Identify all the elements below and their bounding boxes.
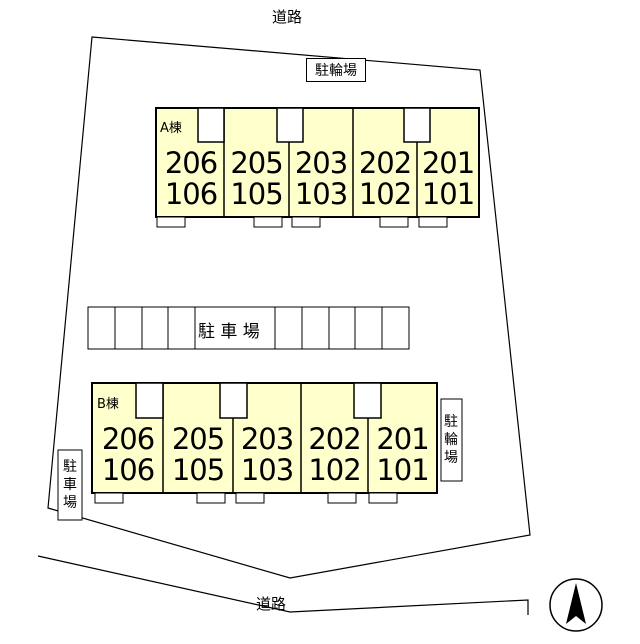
unit-b-206-106: 206 106: [93, 424, 163, 486]
meter-box: [291, 216, 321, 228]
unit-a-203-103: 203 103: [289, 148, 353, 210]
meter-box: [156, 216, 186, 228]
unit-b-201-101: 201 101: [368, 424, 437, 486]
meter-box: [368, 492, 398, 504]
building-a: [155, 107, 480, 228]
unit-upper-number: 205: [171, 422, 225, 456]
bicycle-parking-side-box: [440, 398, 463, 482]
unit-lower-number: 103: [240, 453, 294, 487]
road-label-south: 道路: [256, 595, 287, 613]
building-b: [91, 382, 438, 504]
unit-upper-number: 203: [240, 422, 294, 456]
unit-a-202-102: 202 102: [353, 148, 417, 210]
unit-upper-number: 203: [294, 146, 348, 180]
unit-lower-number: 105: [230, 177, 283, 211]
road-edge-south-lower: [37, 555, 529, 615]
north-arrow-icon: [549, 578, 603, 632]
meter-box: [379, 216, 409, 228]
unit-upper-number: 205: [230, 146, 283, 180]
meter-box: [235, 492, 265, 504]
unit-a-201-101: 201 101: [417, 148, 479, 210]
parking-left-box: [57, 449, 83, 521]
unit-lower-number: 105: [171, 453, 225, 487]
stair-notch: [276, 107, 304, 143]
stair-notch: [403, 107, 431, 143]
unit-upper-number: 201: [421, 146, 475, 180]
bicycle-parking-side: 駐輪場: [444, 414, 458, 466]
unit-b-205-105: 205 105: [163, 424, 233, 486]
stair-notch: [219, 382, 248, 419]
parking-row-center: [87, 306, 410, 350]
unit-lower-number: 101: [376, 453, 429, 487]
unit-upper-number: 202: [308, 422, 361, 456]
unit-upper-number: 206: [164, 146, 218, 180]
stair-notch: [135, 382, 164, 419]
unit-lower-number: 101: [421, 177, 475, 211]
unit-b-203-103: 203 103: [233, 424, 301, 486]
unit-lower-number: 103: [294, 177, 348, 211]
unit-upper-number: 202: [358, 146, 412, 180]
parking-center-label: 駐 車 場: [198, 322, 260, 342]
unit-lower-number: 102: [308, 453, 361, 487]
unit-upper-number: 201: [376, 422, 429, 456]
building-b-label: B棟: [97, 397, 119, 412]
unit-b-202-102: 202 102: [301, 424, 368, 486]
road-label-north: 道路: [272, 8, 303, 26]
meter-box: [327, 492, 357, 504]
unit-lower-number: 106: [101, 453, 155, 487]
bicycle-parking-top: 駐輪場: [306, 58, 366, 82]
unit-lower-number: 102: [358, 177, 412, 211]
parking-left: 駐車場: [63, 459, 77, 511]
unit-a-206-106: 206 106: [158, 148, 224, 210]
unit-lower-number: 106: [164, 177, 218, 211]
meter-box: [196, 492, 226, 504]
unit-a-205-105: 205 105: [224, 148, 289, 210]
unit-upper-number: 206: [101, 422, 155, 456]
meter-box: [94, 492, 124, 504]
meter-box: [253, 216, 283, 228]
stair-notch: [197, 107, 225, 143]
building-a-label: A棟: [160, 121, 182, 136]
meter-box: [418, 216, 448, 228]
stair-notch: [353, 382, 382, 419]
